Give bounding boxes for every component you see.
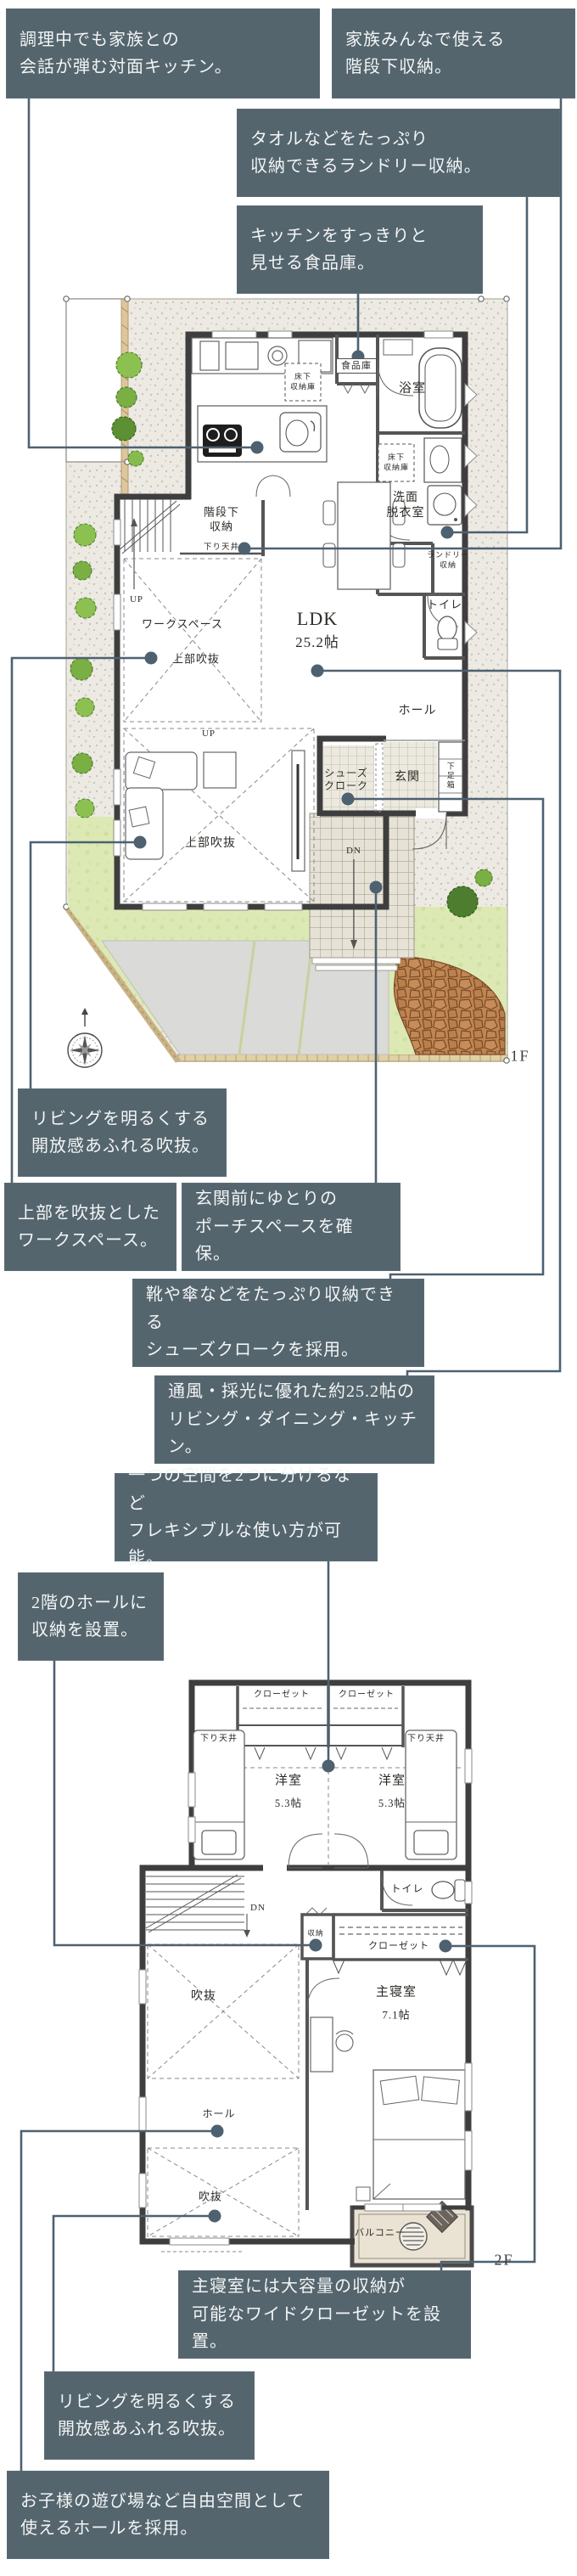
- room-label-entrance: 玄関: [395, 771, 420, 785]
- room-label-workspace: ワークスペース: [141, 617, 224, 631]
- callout-shoe-closet: 靴や傘などをたっぷり収納できる シューズクロークを採用。: [132, 1279, 424, 1367]
- room-label-up-1: UP: [129, 593, 144, 605]
- room-label-closet-right: クローゼット: [339, 1690, 395, 1700]
- callout-counter-kitchen: 調理中でも家族との 会話が弾む対面キッチン。: [6, 8, 320, 98]
- room-label-lowered-ceiling-1f: 下り天井: [203, 543, 240, 552]
- leader-lines: [10, 98, 563, 2471]
- room-label-bedroom-left-size: 5.3帖: [274, 1797, 303, 1809]
- room-label-under-stair-storage: 階段下 収納: [203, 505, 240, 532]
- callout-hall-storage: 2階のホールに 収納を設置。: [18, 1572, 164, 1661]
- callout-workspace: 上部を吹抜とした ワークスペース。: [4, 1183, 176, 1271]
- room-label-toilet-1f: トイレ: [426, 598, 463, 611]
- callout-ldk: 通風・採光に優れた約25.2帖の リビング・ダイニング・キッチン。: [154, 1375, 434, 1464]
- room-label-ldk-size: 25.2帖: [295, 634, 339, 651]
- room-label-void-upper: 吹抜: [191, 1990, 216, 2004]
- room-label-hall-storage: 収納: [307, 1928, 324, 1938]
- room-label-main-closet: クローゼット: [368, 1940, 429, 1951]
- room-label-pantry: 食品庫: [336, 357, 377, 374]
- room-label-underfloor-storage-kitchen: 床下 収納庫: [289, 372, 317, 391]
- compass-icon: [67, 1008, 103, 1068]
- room-label-hall-1f: ホール: [398, 705, 437, 718]
- room-label-ldk: LDK: [296, 607, 339, 629]
- room-label-void-lower: 吹抜: [198, 2190, 223, 2203]
- callout-flexible-room: 一つの空間を2つに分けるなど フレキシブルな使い方が可能。: [115, 1466, 378, 1567]
- room-label-lowered-ceiling-left: 下り天井: [200, 1734, 238, 1744]
- room-label-living-void: 上部吹抜: [185, 837, 236, 851]
- house-1f: [113, 330, 478, 971]
- room-label-bath: 浴室: [398, 381, 427, 396]
- room-label-washroom: 洗面 脱衣室: [386, 492, 425, 520]
- room-label-up-2: UP: [201, 728, 216, 739]
- room-label-bedroom-left: 洋室: [274, 1774, 303, 1788]
- room-label-dn-2f: DN: [250, 1902, 266, 1913]
- room-label-shoe-closet: シューズ クローク: [323, 767, 369, 792]
- room-label-lowered-ceiling-right: 下り天井: [407, 1734, 445, 1744]
- room-label-workspace-void: 上部吹抜: [171, 652, 221, 666]
- room-label-hall-2f: ホール: [202, 2107, 236, 2120]
- floor-tag-1f: 1F: [510, 1047, 530, 1065]
- room-label-bedroom-right-size: 5.3帖: [378, 1797, 406, 1809]
- room-label-laundry-storage: ランドリー 収納: [426, 550, 470, 569]
- callout-wide-closet: 主寝室には大容量の収納が 可能なワイドクローゼットを設置。: [178, 2270, 471, 2359]
- house-2f: [138, 1679, 474, 2268]
- room-label-shoe-box: 下足箱: [445, 762, 455, 790]
- room-label-master-bedroom: 主寝室: [375, 1985, 417, 1999]
- callout-free-hall: お子様の遊び場など自由空間として 使えるホールを採用。: [7, 2471, 329, 2559]
- room-label-balcony: バルコニー: [355, 2227, 406, 2238]
- callout-living-void-2f: リビングを明るくする 開放感あふれる吹抜。: [44, 2371, 255, 2460]
- room-label-master-size: 7.1帖: [382, 2008, 411, 2022]
- callout-laundry-storage: タオルなどをたっぷり 収納できるランドリー収納。: [237, 109, 560, 197]
- callout-living-void: リビングを明るくする 開放感あふれる吹抜。: [18, 1088, 227, 1177]
- room-label-dn-1f: DN: [346, 845, 361, 856]
- room-label-closet-left: クローゼット: [254, 1690, 310, 1700]
- room-label-toilet-2f: トイレ: [390, 1882, 424, 1895]
- room-label-underfloor-storage-wash: 床下 収納庫: [383, 453, 410, 471]
- callout-porch: 玄関前にゆとりの ポーチスペースを確保。: [182, 1183, 401, 1271]
- floor-tag-2f: 2F: [494, 2251, 514, 2269]
- callout-under-stair-storage: 家族みんなで使える 階段下収納。: [332, 8, 575, 98]
- room-label-bedroom-right: 洋室: [378, 1774, 406, 1788]
- callout-pantry: キッチンをすっきりと 見せる食品庫。: [237, 205, 483, 294]
